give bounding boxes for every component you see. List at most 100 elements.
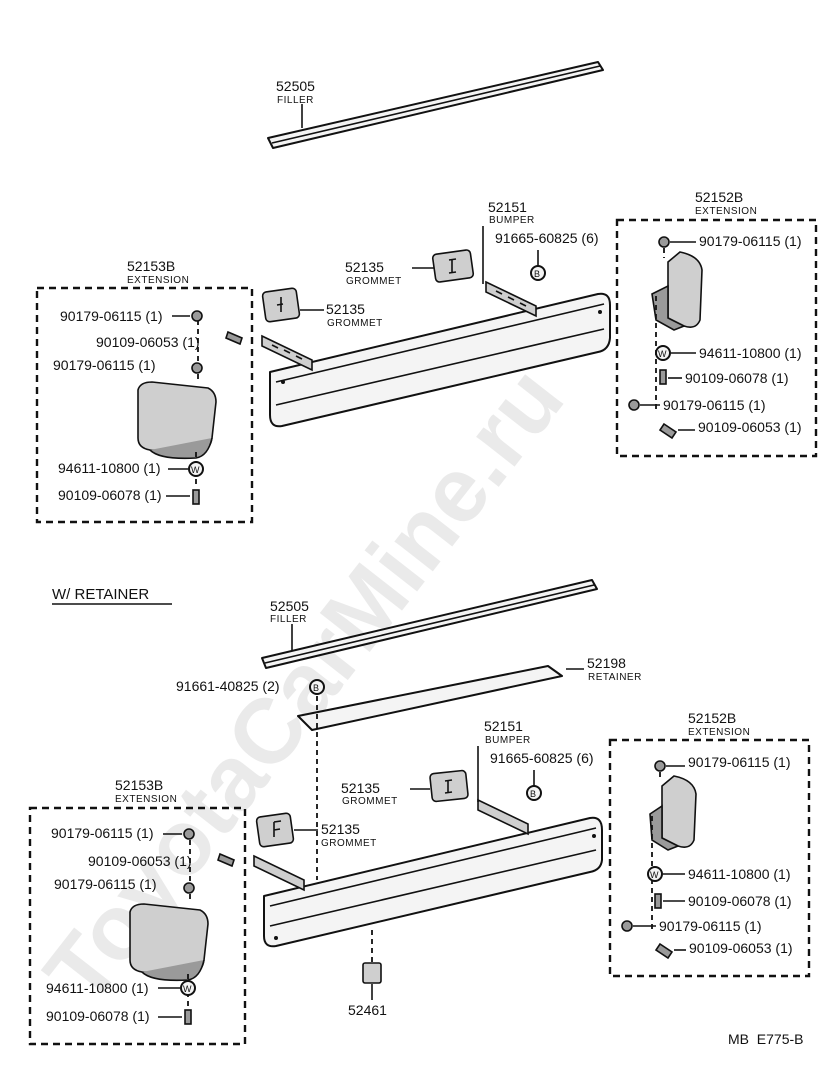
bumper-caption: BUMPER <box>489 215 535 226</box>
nut-icon <box>183 828 195 840</box>
nut-icon <box>183 882 195 894</box>
washer-icon <box>188 461 204 477</box>
extension-number: 52152B <box>688 710 736 726</box>
nut-icon <box>658 236 670 248</box>
filler-caption: FILLER <box>277 95 314 106</box>
retainer-caption: RETAINER <box>588 672 642 683</box>
part-52461-number: 52461 <box>348 1002 387 1018</box>
bumper-number: 52151 <box>488 199 527 215</box>
bolt-icon <box>654 893 662 909</box>
grommet-caption: GROMMET <box>346 276 402 287</box>
bumper-number: 52151 <box>484 718 523 734</box>
extension-caption: EXTENSION <box>127 275 189 286</box>
grommet-number: 52135 <box>321 821 360 837</box>
section-label: W/ RETAINER <box>52 586 149 603</box>
filler-number: 52505 <box>276 78 315 94</box>
bumper-part <box>269 292 611 428</box>
extension-group-box <box>615 218 818 458</box>
bolt-icon <box>225 330 243 346</box>
bumper-bracket <box>261 280 537 372</box>
svg-text:W: W <box>191 465 200 475</box>
bolt-icon <box>658 422 678 440</box>
washer-icon <box>180 980 196 996</box>
extension-part <box>129 903 209 982</box>
rivet-part-number: 91665-60825 (6) <box>490 750 594 766</box>
filler-caption: FILLER <box>270 614 307 625</box>
nut-part-number: 90179-06115 (1) <box>699 233 801 249</box>
washer-part-number: 94611-10800 (1) <box>58 460 160 476</box>
bolt-part-number: 90109-06053 (1) <box>698 419 802 435</box>
extension-part <box>649 775 697 851</box>
rivet-part-number: 91661-40825 (2) <box>176 678 280 694</box>
nut-icon <box>191 310 203 322</box>
extension-group-box <box>28 806 247 1046</box>
svg-text:B: B <box>530 789 536 799</box>
extension-caption: EXTENSION <box>695 206 757 217</box>
bolt-icon <box>217 852 235 868</box>
grommet-caption: GROMMET <box>342 796 398 807</box>
bolt-part-number: 90109-06078 (1) <box>58 487 162 503</box>
svg-text:B: B <box>313 683 319 693</box>
grommet-number: 52135 <box>326 301 365 317</box>
grommet-caption: GROMMET <box>327 318 383 329</box>
nut-part-number: 90179-06115 (1) <box>663 397 765 413</box>
grommet-number: 52135 <box>341 780 380 796</box>
grommet-part <box>255 769 469 848</box>
extension-group-box <box>608 738 811 978</box>
rivet-mark: B <box>534 269 540 279</box>
grommet-number: 52135 <box>345 259 384 275</box>
bolt-icon <box>184 1009 192 1025</box>
washer-icon <box>655 345 671 361</box>
svg-text:W: W <box>650 870 659 880</box>
nut-part-number: 90179-06115 (1) <box>688 754 790 770</box>
bolt-part-number: 90109-06078 (1) <box>688 893 792 909</box>
nut-part-number: 90179-06115 (1) <box>53 357 155 373</box>
bolt-icon <box>654 942 674 960</box>
bolt-icon <box>192 489 200 505</box>
bolt-part-number: 90109-06078 (1) <box>46 1008 150 1024</box>
svg-text:W: W <box>183 984 192 994</box>
bumper-caption: BUMPER <box>485 735 531 746</box>
filler-number: 52505 <box>270 598 309 614</box>
nut-icon <box>628 399 640 411</box>
svg-text:W: W <box>658 349 667 359</box>
washer-part-number: 94611-10800 (1) <box>46 980 148 996</box>
extension-group-box <box>35 286 254 524</box>
part-52461 <box>362 962 382 984</box>
nut-part-number: 90179-06115 (1) <box>659 918 761 934</box>
bolt-part-number: 90109-06053 (1) <box>689 940 793 956</box>
extension-part <box>137 381 217 460</box>
washer-part-number: 94611-10800 (1) <box>699 345 801 361</box>
extension-part <box>651 251 703 331</box>
nut-part-number: 90179-06115 (1) <box>60 308 162 324</box>
extension-number: 52153B <box>127 258 175 274</box>
nut-part-number: 90179-06115 (1) <box>54 876 156 892</box>
nut-icon <box>654 760 666 772</box>
grommet-caption: GROMMET <box>321 838 377 849</box>
filler-part <box>267 61 604 149</box>
retainer-part <box>297 665 563 731</box>
bolt-part-number: 90109-06078 (1) <box>685 370 789 386</box>
grommet-part <box>261 249 475 323</box>
filler-part <box>261 579 598 669</box>
nut-icon <box>191 362 203 374</box>
bolt-part-number: 90109-06053 (1) <box>88 853 192 869</box>
extension-caption: EXTENSION <box>688 727 750 738</box>
extension-number: 52152B <box>695 189 743 205</box>
rivet-icon <box>309 679 325 695</box>
washer-part-number: 94611-10800 (1) <box>688 866 790 882</box>
extension-number: 52153B <box>115 777 163 793</box>
diagram-code: MB E775-B <box>728 1031 803 1047</box>
bolt-part-number: 90109-06053 (1) <box>96 334 200 350</box>
rivet-part-number: 91665-60825 (6) <box>495 230 599 246</box>
nut-icon <box>621 920 633 932</box>
bumper-part <box>263 816 603 948</box>
washer-icon <box>647 866 663 882</box>
bolt-icon <box>659 369 667 385</box>
bumper-bracket <box>253 798 529 892</box>
retainer-number: 52198 <box>587 655 626 671</box>
extension-caption: EXTENSION <box>115 794 177 805</box>
nut-part-number: 90179-06115 (1) <box>51 825 153 841</box>
